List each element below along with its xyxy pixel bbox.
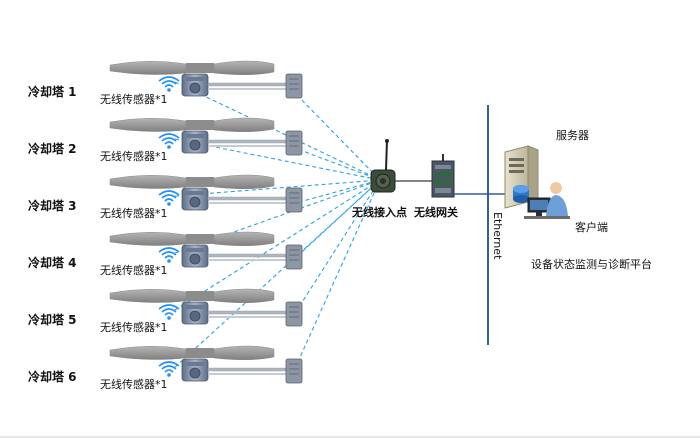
tower-name: 冷却塔 4	[28, 255, 77, 270]
cooling-tower-unit: 冷却塔 6 无线传感器*1	[28, 345, 303, 391]
client-label: 客户端	[575, 220, 608, 234]
wireless-link	[174, 81, 381, 181]
wireless-link	[291, 179, 381, 205]
antenna-icon	[385, 139, 388, 171]
drive-shaft-lower	[208, 373, 286, 375]
motor-gearbox-icon	[181, 73, 209, 97]
gateway-label: 无线网关	[413, 205, 458, 219]
drive-shaft-lower	[208, 259, 286, 261]
motor-gearbox-icon	[181, 244, 209, 268]
wifi-sensor-icon	[158, 76, 180, 92]
wifi-sensor-icon	[158, 133, 180, 149]
tower-name: 冷却塔 1	[28, 84, 77, 99]
motor-gearbox-icon	[181, 358, 209, 382]
motor-gearbox-icon	[181, 187, 209, 211]
tower-name: 冷却塔 6	[28, 369, 77, 384]
drive-shaft	[207, 253, 287, 258]
tower-name: 冷却塔 3	[28, 198, 77, 213]
tower-name: 冷却塔 5	[28, 312, 77, 327]
drive-motor-icon	[285, 244, 303, 270]
drive-shaft-lower	[208, 316, 286, 318]
cooling-tower-unit: 冷却塔 2 无线传感器*1	[28, 117, 303, 163]
wireless-link	[174, 179, 381, 197]
wireless-link	[291, 179, 381, 376]
client: 客户端	[513, 182, 608, 234]
drive-motor-icon	[285, 358, 303, 384]
sensor-label: 无线传感器*1	[100, 92, 168, 106]
fan-blade-icon	[109, 60, 275, 75]
drive-shaft-lower	[208, 145, 286, 147]
workstation-user-icon	[513, 182, 570, 219]
drive-shaft	[207, 367, 287, 372]
wifi-sensor-icon	[158, 247, 180, 263]
wireless-link	[291, 89, 381, 181]
cooling-tower-unit: 冷却塔 1 无线传感器*1	[28, 60, 303, 106]
cooling-tower-unit: 冷却塔 3 无线传感器*1	[28, 174, 303, 220]
drive-shaft-lower	[208, 88, 286, 90]
wifi-sensor-icon	[158, 190, 180, 206]
sensor-label: 无线传感器*1	[100, 377, 168, 391]
ethernet-label: Ethernet	[491, 212, 504, 260]
sensor-label: 无线传感器*1	[100, 206, 168, 220]
wifi-sensor-icon	[158, 361, 180, 377]
sensor-label: 无线传感器*1	[100, 320, 168, 334]
wireless-link	[291, 179, 381, 319]
fan-blade-icon	[109, 288, 275, 303]
sensor-label: 无线传感器*1	[100, 149, 168, 163]
access-point-label: 无线接入点	[351, 205, 407, 219]
drive-shaft	[207, 139, 287, 144]
drive-motor-icon	[285, 73, 303, 99]
fan-blade-icon	[109, 117, 275, 132]
drive-motor-icon	[285, 130, 303, 156]
wifi-sensor-icon	[158, 304, 180, 320]
antenna-device-icon	[370, 169, 396, 193]
fan-blade-icon	[109, 231, 275, 246]
wireless-links	[174, 81, 381, 376]
drive-motor-icon	[285, 301, 303, 327]
motor-gearbox-icon	[181, 301, 209, 325]
gateway: 无线网关	[413, 154, 458, 219]
cooling-tower-unit: 冷却塔 5 无线传感器*1	[28, 288, 303, 334]
drive-shaft	[207, 310, 287, 315]
wireless-link	[174, 179, 381, 311]
access-point: 无线接入点	[351, 139, 407, 219]
drive-shaft	[207, 196, 287, 201]
server-label: 服务器	[556, 129, 589, 142]
sensor-label: 无线传感器*1	[100, 263, 168, 277]
motor-gearbox-icon	[181, 130, 209, 154]
fan-blade-icon	[109, 174, 275, 189]
wireless-link	[174, 179, 381, 368]
drive-shaft-lower	[208, 202, 286, 204]
platform-label: 设备状态监测与诊断平台	[531, 257, 652, 271]
wireless-link	[291, 146, 381, 181]
drive-motor-icon	[285, 187, 303, 213]
fan-blade-icon	[109, 345, 275, 360]
drive-shaft	[207, 82, 287, 87]
gateway-switch-icon	[431, 154, 455, 198]
cooling-tower-unit: 冷却塔 4 无线传感器*1	[28, 231, 303, 277]
tower-name: 冷却塔 2	[28, 141, 77, 156]
